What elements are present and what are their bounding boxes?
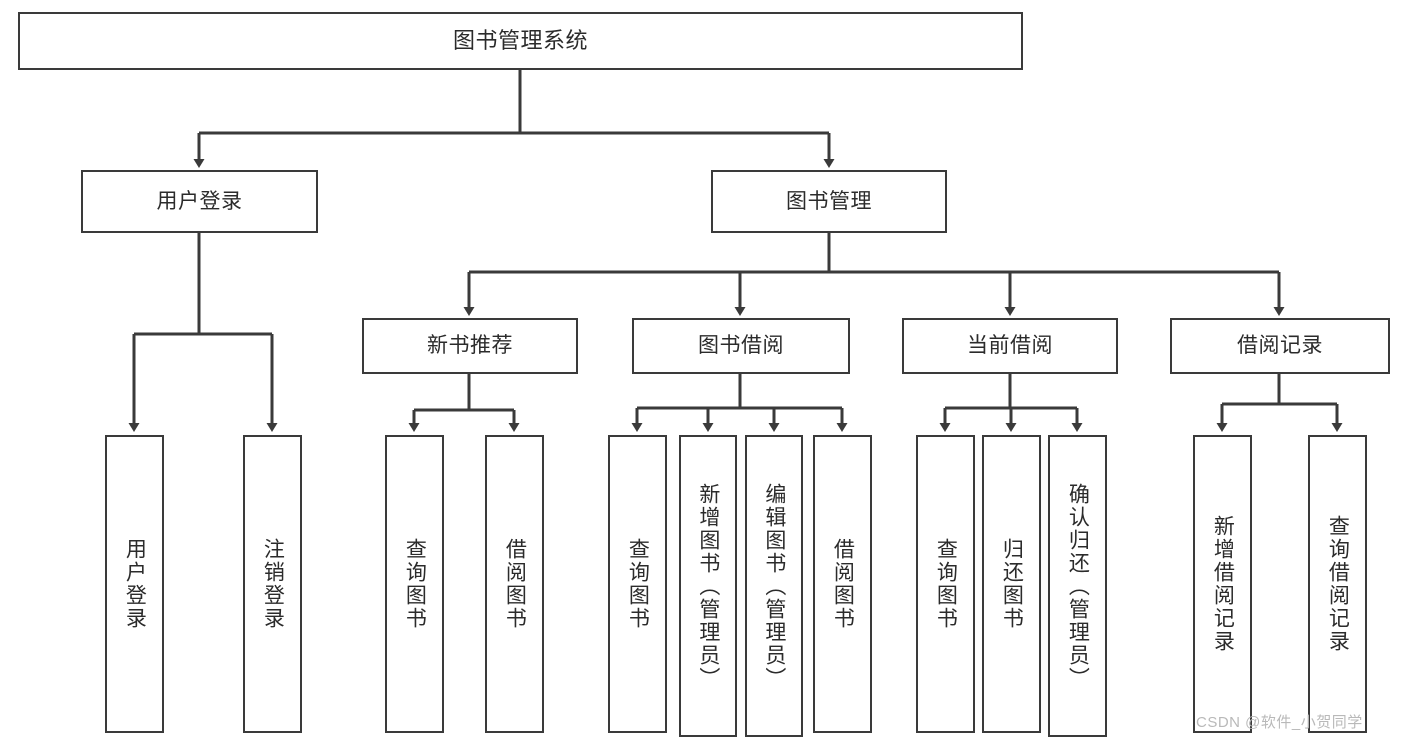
node-label: 用户登录 — [156, 189, 243, 213]
leaf-borrow-book-recommend[interactable]: 借阅图书 — [485, 435, 544, 733]
node-label: 用户登录 — [123, 538, 147, 630]
leaf-query-book-current[interactable]: 查询图书 — [916, 435, 975, 733]
node-label: 图书管理系统 — [452, 27, 588, 53]
leaf-edit-book[interactable]: 编辑图书（管理员） — [745, 435, 803, 737]
node-label: 图书借阅 — [698, 334, 784, 358]
node-label: 查询图书 — [403, 538, 427, 630]
node-label: 借阅图书 — [831, 538, 855, 630]
leaf-return-book[interactable]: 归还图书 — [982, 435, 1041, 733]
node-label: 注销登录 — [261, 538, 285, 630]
leaf-user-login[interactable]: 用户登录 — [105, 435, 164, 733]
leaf-query-book-borrow[interactable]: 查询图书 — [608, 435, 667, 733]
node-new-book-recommend[interactable]: 新书推荐 — [362, 318, 578, 374]
leaf-query-book-recommend[interactable]: 查询图书 — [385, 435, 444, 733]
node-label: 编辑图书（管理员） — [762, 482, 786, 690]
leaf-add-borrow-record[interactable]: 新增借阅记录 — [1193, 435, 1252, 733]
node-label: 确认归还（管理员） — [1066, 482, 1090, 690]
node-current-borrow[interactable]: 当前借阅 — [902, 318, 1118, 374]
leaf-logout[interactable]: 注销登录 — [243, 435, 302, 733]
node-book-borrow[interactable]: 图书借阅 — [632, 318, 850, 374]
node-book-management[interactable]: 图书管理 — [711, 170, 947, 233]
node-label: 新书推荐 — [427, 334, 513, 358]
node-label: 查询图书 — [934, 538, 958, 630]
watermark-text: CSDN @软件_小贺同学 — [1196, 714, 1363, 731]
node-user-login[interactable]: 用户登录 — [81, 170, 318, 233]
node-label: 新增借阅记录 — [1211, 515, 1235, 653]
leaf-query-borrow-record[interactable]: 查询借阅记录 — [1308, 435, 1367, 733]
leaf-add-book[interactable]: 新增图书（管理员） — [679, 435, 737, 737]
node-label: 图书管理 — [786, 189, 872, 213]
node-label: 查询图书 — [626, 538, 650, 630]
node-label: 查询借阅记录 — [1326, 515, 1350, 653]
node-root-system[interactable]: 图书管理系统 — [18, 12, 1023, 70]
node-label: 借阅记录 — [1237, 334, 1323, 358]
node-label: 借阅图书 — [503, 538, 527, 630]
leaf-confirm-return[interactable]: 确认归还（管理员） — [1048, 435, 1107, 737]
leaf-borrow-book[interactable]: 借阅图书 — [813, 435, 872, 733]
node-label: 归还图书 — [1000, 538, 1024, 630]
node-borrow-record[interactable]: 借阅记录 — [1170, 318, 1390, 374]
node-label: 当前借阅 — [967, 334, 1053, 358]
node-label: 新增图书（管理员） — [696, 482, 720, 690]
